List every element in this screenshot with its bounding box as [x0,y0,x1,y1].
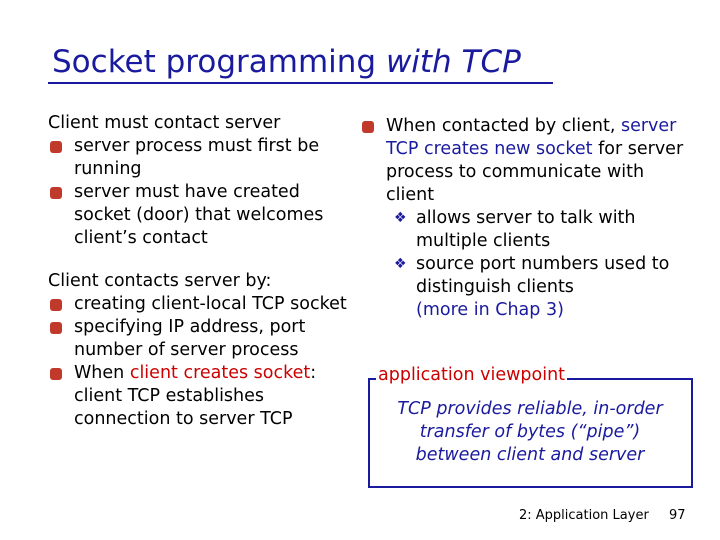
bullet-square-icon [362,121,374,133]
slide-title-plain: Socket programming [52,44,386,80]
viewpoint-label: application viewpoint [376,365,568,385]
bullet-text: creating client-local TCP socket [74,294,347,314]
chapter-note: (more in Chap 3) [416,300,564,320]
bullet-text: server process must first be running [74,136,320,179]
bullet-text-intro: When contacted by client, [386,116,621,136]
bullet-square-icon [50,322,62,334]
spacer [48,250,348,270]
sub-bullet-text: source port numbers used to distinguish … [416,254,670,297]
list-item: When contacted by client, server TCP cre… [360,115,690,207]
list-item: specifying IP address, port number of se… [48,316,348,362]
bullet-text-prefix: When [74,363,130,383]
bullet-square-icon [50,187,62,199]
contact-bullet-list: server process must first be running ser… [48,135,348,250]
contacts-by-bullet-list: creating client-local TCP socket specify… [48,293,348,431]
bullet-square-icon [50,141,62,153]
list-item: server must have created socket (door) t… [48,181,348,250]
bullet-text: specifying IP address, port number of se… [74,317,306,360]
page-number: 97 [669,508,686,523]
bullet-text-highlight: server TCP creates new socket [386,116,677,159]
bullet-square-icon [50,368,62,380]
bullet-text: server must have created socket (door) t… [74,182,324,248]
title-underline [48,82,553,84]
bullet-text-highlight: client creates socket [129,363,311,383]
list-item: ❖ source port numbers used to distinguish… [360,253,690,322]
right-column: When contacted by client, server TCP cre… [360,115,690,322]
list-item: creating client-local TCP socket [48,293,348,316]
diamond-bullet-icon: ❖ [394,256,407,272]
list-item: server process must first be running [48,135,348,181]
bullet-text-rest: for server process to communicate with c… [386,139,684,205]
viewpoint-text: TCP provides reliable, in-order transfer… [397,399,663,465]
slide-title-italic: with TCP [385,44,521,80]
footer-section-label: 2: Application Layer [519,508,649,523]
list-item: ❖ allows server to talk with multiple cli… [360,207,690,253]
sub-bullet-text: allows server to talk with multiple clie… [416,208,636,251]
server-bullet-list: When contacted by client, server TCP cre… [360,115,690,322]
left-heading-contact: Client must contact server [48,113,281,133]
diamond-bullet-icon: ❖ [394,210,407,226]
left-heading-contacts-by: Client contacts server by: [48,271,272,291]
list-item: When client creates socket: client TCP e… [48,362,348,431]
left-column: Client must contact server server proces… [48,112,348,431]
bullet-square-icon [50,299,62,311]
slide-title: Socket programming with TCP [52,44,521,80]
bullet-text-suffix: : client TCP establishes connection to s… [74,363,317,429]
